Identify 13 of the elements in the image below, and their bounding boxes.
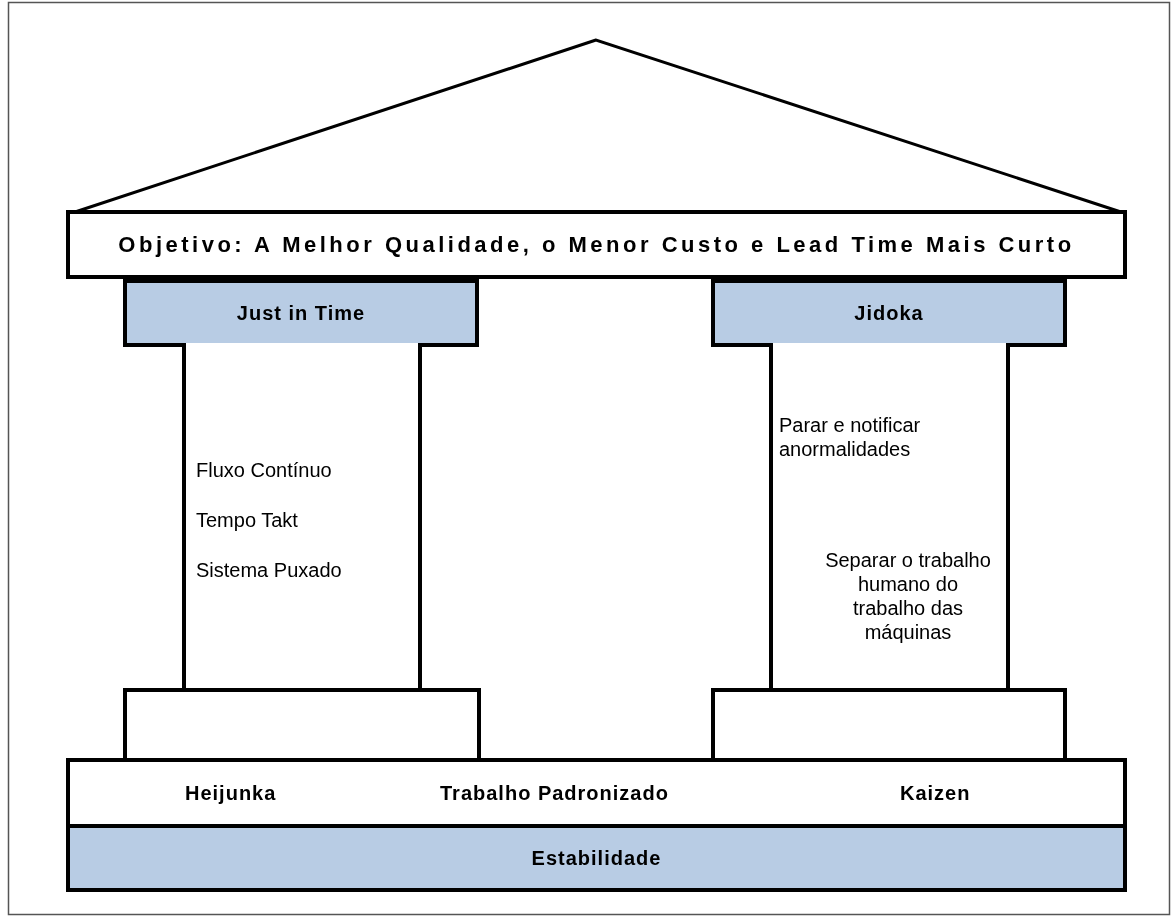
item-text: Tempo Takt bbox=[196, 508, 298, 532]
item-text: Separar o trabalho humano do trabalho das máquinas bbox=[824, 548, 992, 644]
pillar-label: Heijunka bbox=[185, 782, 277, 805]
heading-text: Jidoka bbox=[854, 301, 924, 325]
heading-text: Estabilidade bbox=[531, 846, 662, 870]
heading-text: Objetivo: A Melhor Qualidade, o Menor Custo e Lead Time Mais Curto bbox=[118, 231, 1075, 258]
pillar-label: Kaizen bbox=[900, 782, 971, 805]
pillar-label: Trabalho Padronizado bbox=[440, 782, 669, 805]
heading-text: Just in Time bbox=[236, 301, 366, 325]
item-text: Sistema Puxado bbox=[196, 558, 342, 582]
item-text: Fluxo Contínuo bbox=[196, 458, 332, 482]
item-text: Parar e notificar anormalidades bbox=[779, 413, 922, 461]
objective-bar bbox=[66, 210, 1127, 279]
